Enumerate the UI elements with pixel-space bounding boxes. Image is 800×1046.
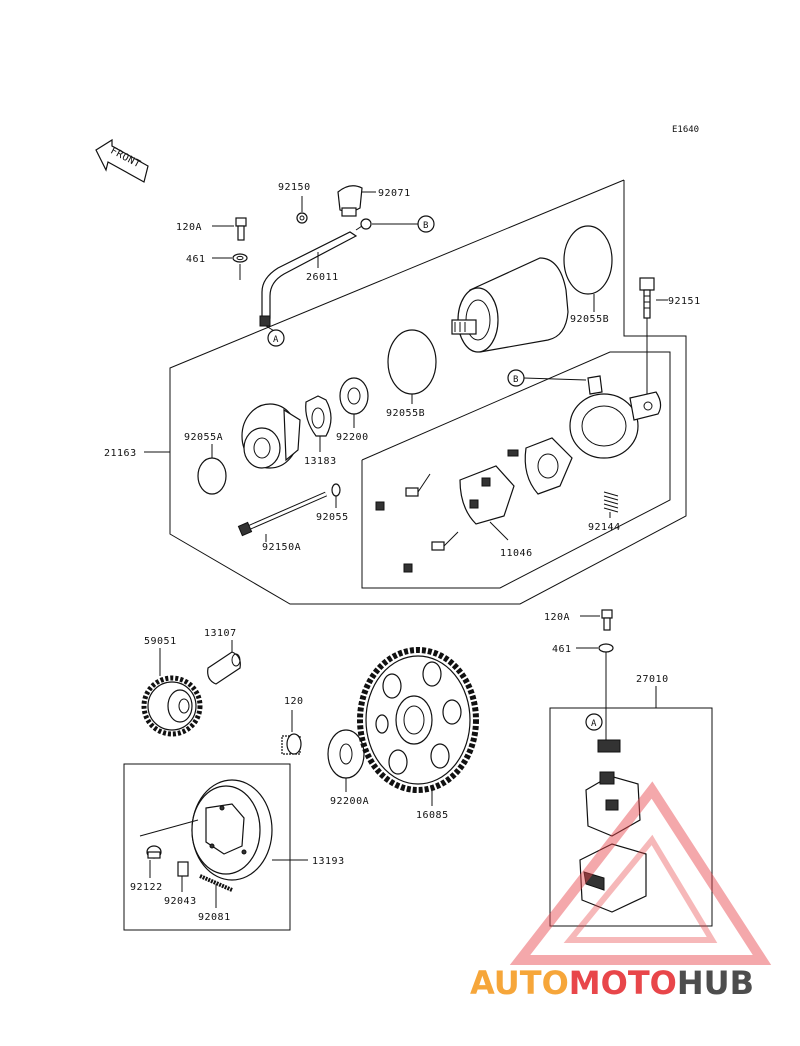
boot-92071 xyxy=(337,185,363,217)
svg-text:A: A xyxy=(273,335,279,345)
label-120: 120 xyxy=(284,696,304,707)
callout-a-bottom: A xyxy=(585,713,603,731)
shaft-13107 xyxy=(207,651,241,685)
gear-16085 xyxy=(357,647,479,793)
roller-92122 xyxy=(146,845,162,859)
front-arrow-icon: FRONT xyxy=(95,138,149,183)
brush-plate-11046 xyxy=(459,437,573,525)
brush-holder-outline xyxy=(361,351,671,589)
label-92151: 92151 xyxy=(668,296,701,307)
oring-92055 xyxy=(331,483,341,497)
starter-motor-outline xyxy=(169,179,687,605)
label-27010: 27010 xyxy=(636,674,669,685)
label-11046: 11046 xyxy=(500,548,533,559)
gear-59051 xyxy=(141,675,203,737)
oring-92055b-top xyxy=(563,225,613,295)
brush-small-lower xyxy=(403,531,459,573)
watermark-auto: AUTO xyxy=(470,964,569,1002)
brush-small-upper xyxy=(375,473,431,511)
bolt-92150a xyxy=(237,491,327,537)
label-92122: 92122 xyxy=(130,882,163,893)
label-13107: 13107 xyxy=(204,628,237,639)
relay-box-outline xyxy=(549,707,713,927)
washer-92200 xyxy=(339,377,369,415)
plunger-92043 xyxy=(177,861,189,877)
label-92055: 92055 xyxy=(316,512,349,523)
label-26011: 26011 xyxy=(306,272,339,283)
callout-b-top: B xyxy=(417,215,435,233)
label-92055b-mid: 92055B xyxy=(386,408,425,419)
label-92200: 92200 xyxy=(336,432,369,443)
washer-461-top xyxy=(232,253,248,263)
label-92144: 92144 xyxy=(588,522,621,533)
label-92043: 92043 xyxy=(164,896,197,907)
clutch-box-outline xyxy=(123,763,291,931)
svg-text:A: A xyxy=(591,719,597,729)
label-92150: 92150 xyxy=(278,182,311,193)
diagram-code: E1640 xyxy=(672,125,699,135)
oring-92055a xyxy=(197,457,227,495)
bolt-120a-top xyxy=(235,217,247,241)
watermark-text: AUTOMOTOHUB xyxy=(470,964,754,1002)
bolt-92151 xyxy=(639,277,655,319)
motor-body xyxy=(451,257,569,353)
washer-92200a xyxy=(327,729,365,779)
shim-13183 xyxy=(305,395,332,437)
cable-26011 xyxy=(259,218,372,327)
label-92055b-top: 92055B xyxy=(570,314,609,325)
label-92200a: 92200A xyxy=(330,796,369,807)
end-cover-rear xyxy=(569,375,662,459)
watermark-hub: HUB xyxy=(677,964,754,1002)
callout-b-mid: B xyxy=(507,369,525,387)
starter-clutch-13193 xyxy=(191,779,273,881)
label-461-top: 461 xyxy=(186,254,206,265)
watermark-logo xyxy=(509,781,772,965)
gear-120 xyxy=(281,733,302,755)
end-cover-front xyxy=(241,403,301,469)
label-21163: 21163 xyxy=(104,448,137,459)
label-461-bottom: 461 xyxy=(552,644,572,655)
label-59051: 59051 xyxy=(144,636,177,647)
label-13183: 13183 xyxy=(304,456,337,467)
label-120a-top: 120A xyxy=(176,222,202,233)
label-92055a: 92055A xyxy=(184,432,223,443)
spring-92144 xyxy=(603,491,619,513)
svg-text:B: B xyxy=(423,221,428,231)
label-92071: 92071 xyxy=(378,188,411,199)
starter-relay-27010 xyxy=(579,739,647,913)
callout-a-top: A xyxy=(267,329,285,347)
label-13193: 13193 xyxy=(312,856,345,867)
svg-text:B: B xyxy=(513,375,518,385)
label-92150a: 92150A xyxy=(262,542,301,553)
nut-92150 xyxy=(296,212,308,224)
label-16085: 16085 xyxy=(416,810,449,821)
label-120a-bottom: 120A xyxy=(544,612,570,623)
washer-461-bottom xyxy=(598,643,614,653)
oring-92055b-mid xyxy=(387,329,437,395)
label-92081: 92081 xyxy=(198,912,231,923)
watermark-moto: MOTO xyxy=(569,964,677,1002)
bolt-120a-bottom xyxy=(601,609,613,631)
